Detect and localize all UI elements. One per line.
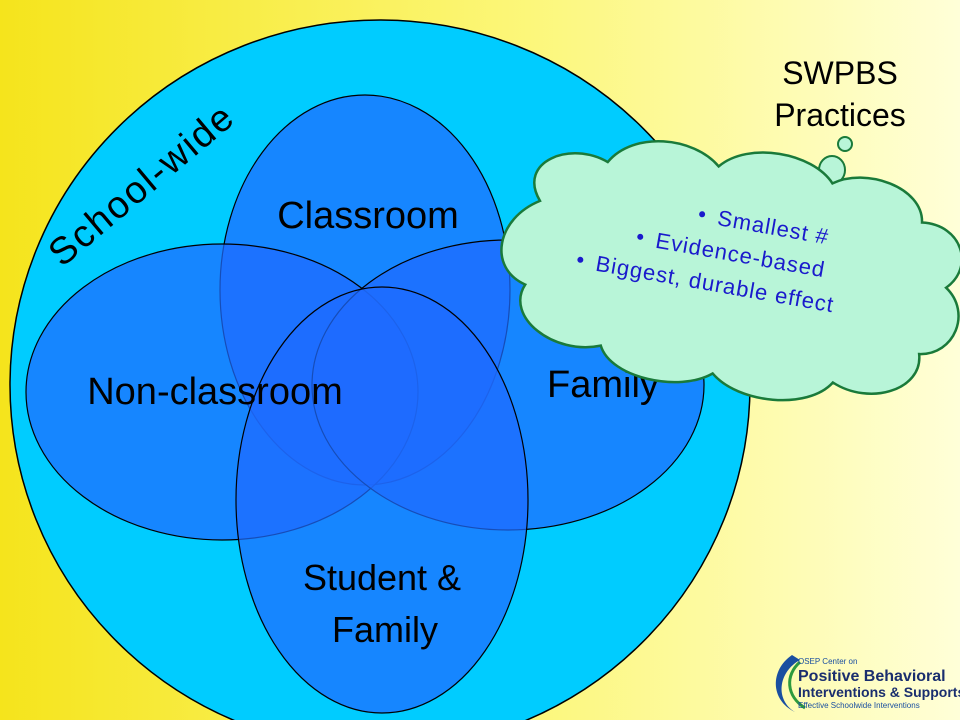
callout-title-line1: SWPBS (782, 55, 898, 91)
student-family-label-line1: Student & (303, 557, 461, 598)
logo-line4: Effective Schoolwide Interventions (798, 701, 920, 710)
callout-title-line2: Practices (774, 97, 906, 133)
bullet-dot-3 (577, 256, 584, 263)
thought-bubble-small (837, 136, 853, 152)
student-family-ellipse (235, 286, 529, 714)
student-family-label-line2: Family (332, 609, 438, 650)
logo-line3: Interventions & Supports (798, 684, 960, 700)
practices-cloud: Smallest # Evidence-based Biggest, durab… (500, 140, 960, 402)
cloud-shape (500, 140, 960, 402)
logo-line1: OSEP Center on (798, 657, 857, 666)
logo-line2: Positive Behavioral (798, 668, 946, 685)
non-classroom-label: Non-classroom (87, 371, 343, 413)
bullet-dot-1 (699, 211, 706, 218)
pbis-logo: OSEP Center on Positive Behavioral Inter… (775, 655, 960, 712)
logo-swoosh-accent-icon (788, 660, 806, 710)
logo-swoosh-icon (775, 655, 800, 712)
bullet-dot-2 (637, 233, 644, 240)
classroom-label: Classroom (277, 195, 459, 237)
